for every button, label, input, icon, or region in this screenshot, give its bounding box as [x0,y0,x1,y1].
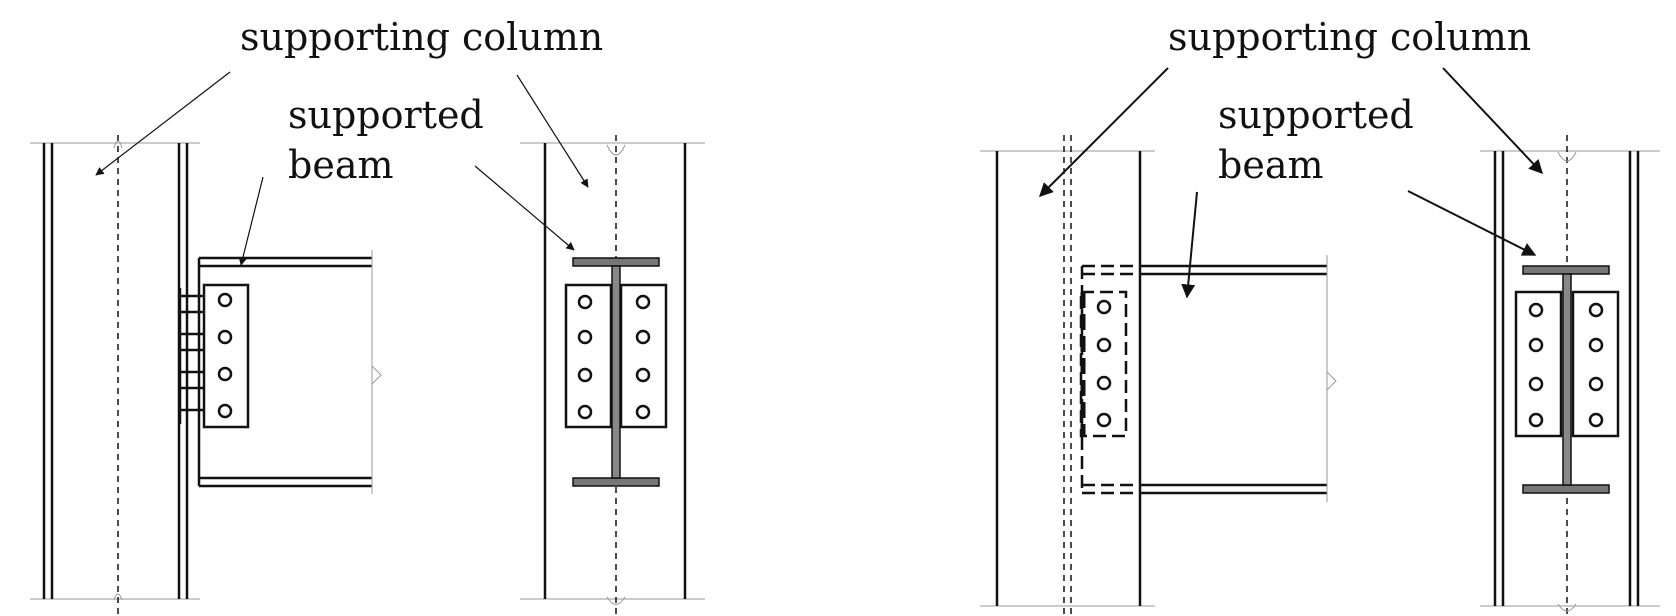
label-supported-beam-left-2: beam [288,143,394,187]
beam-cross-section-right [1514,265,1620,494]
label-supported-beam-left-1: supported [288,93,484,137]
label-supported-beam-right-2: beam [1218,143,1324,187]
beam-cross-section [564,257,668,487]
supporting-column-elevation [42,143,189,599]
supported-beam-elevation-right [1143,264,1327,495]
label-supporting-column-left: supporting column [240,15,603,59]
right-detail [980,67,1660,616]
leader-lines-left [95,71,589,266]
supporting-column-elevation-right [995,151,1142,606]
leader-lines-right [1039,67,1543,299]
label-supporting-column-right: supporting column [1168,15,1531,59]
hidden-connection [1079,264,1143,495]
angle-cleat [178,283,250,429]
left-detail [30,71,705,616]
label-supported-beam-right-1: supported [1218,93,1414,137]
